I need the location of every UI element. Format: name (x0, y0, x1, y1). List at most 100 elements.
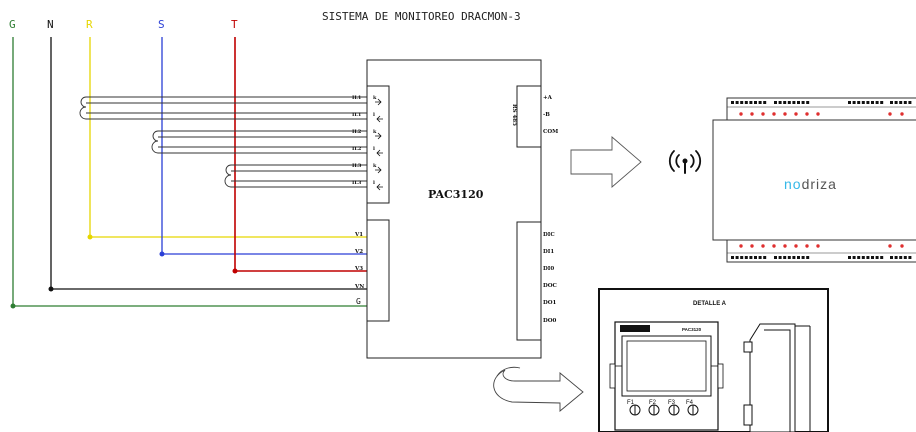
terminal-doc: DOC (543, 283, 558, 289)
terminal-il3-k: IL3 (352, 163, 362, 169)
gateway-status-led (794, 112, 798, 116)
gateway-terminal-pin (792, 256, 796, 259)
gateway-terminal-pin (754, 256, 757, 259)
phase-wires (10, 37, 367, 309)
gateway-terminal-pin (754, 101, 757, 104)
gateway-terminal-pin (908, 101, 912, 104)
gateway-terminal-pin (797, 256, 800, 259)
gateway-status-led (816, 112, 820, 116)
gateway-brand: nodriza (784, 176, 837, 192)
gateway-status-led (739, 112, 743, 116)
rs485-terminal-block (516, 85, 542, 148)
gateway-terminal-pin (749, 101, 753, 104)
gateway-status-led (772, 112, 776, 116)
voltage-terminal-block (366, 219, 390, 322)
gateway-terminal-pin (744, 256, 748, 259)
terminal-il3-k-mark: k (373, 163, 377, 169)
io-terminals: DIC DI1 DI0 DOC DO1 DO0 (543, 232, 558, 324)
gateway-terminal-pin (871, 101, 874, 104)
gateway-status-led (750, 244, 754, 248)
gateway-status-led (888, 112, 892, 116)
gateway-terminal-pin (861, 256, 865, 259)
junction-t (232, 268, 238, 274)
gateway-terminal-pin (871, 256, 874, 259)
gateway-terminal-pin (758, 101, 762, 104)
terminal-il2-k: IL2 (352, 129, 362, 135)
wireless-icon (668, 150, 702, 174)
gateway-terminal-pin (740, 101, 744, 104)
nodriza-gateway: nodriza (712, 97, 916, 263)
gateway-status-led (816, 244, 820, 248)
gateway-terminal-pin (866, 101, 870, 104)
gateway-terminal-pin (806, 101, 810, 104)
key-f3-label: F3 (668, 400, 676, 406)
gateway-terminal-pin (903, 256, 907, 259)
terminal-il3-l-mark: l (373, 180, 375, 186)
pac3120-meter: PAC3120 (366, 59, 542, 359)
gateway-terminal-pin (875, 256, 879, 259)
terminal-di0: DI0 (543, 266, 554, 272)
current-transformer-wiring (79, 96, 367, 188)
meter-body (366, 59, 542, 359)
detail-title: DETALLE A (693, 301, 727, 307)
gateway-terminal-pin (806, 256, 810, 259)
gateway-terminal-pin (778, 101, 782, 104)
wire-n (50, 37, 367, 290)
rs485-terminals: RS 485 +A -B COM (511, 95, 558, 135)
gateway-status-led (888, 244, 892, 248)
gateway-terminal-pin (749, 256, 753, 259)
gateway-terminal-pin (890, 101, 893, 104)
gateway-terminal-pin (848, 256, 851, 259)
gateway-terminal-pin (903, 101, 907, 104)
gateway-status-led (900, 112, 904, 116)
gateway-terminal-pin (774, 101, 777, 104)
gateway-bottom-terminals (727, 244, 916, 259)
gateway-top-terminals (727, 101, 916, 116)
gateway-terminal-pin (783, 256, 787, 259)
terminal-il1-k: IL1 (352, 95, 361, 101)
gateway-terminal-pin (890, 256, 893, 259)
gateway-terminal-pin (783, 101, 787, 104)
gateway-terminal-pin (731, 101, 734, 104)
terminal-v1: V1 (354, 232, 363, 238)
gateway-status-led (794, 244, 798, 248)
gateway-terminal-pin (787, 256, 791, 259)
phase-label-n: N (47, 18, 54, 31)
detail-curved-arrow (493, 369, 584, 412)
gateway-status-led (761, 112, 765, 116)
gateway-terminal-pin (801, 256, 805, 259)
terminal-minus-b: -B (543, 112, 550, 118)
gateway-terminal-pin (899, 101, 903, 104)
phase-label-g: G (9, 18, 16, 31)
terminal-il1-k-mark: k (373, 95, 377, 101)
detail-a-panel: DETALLE A PAC3120 F1 F2 F3 F4 (598, 288, 829, 432)
key-f1-label: F1 (627, 400, 635, 406)
phase-label-r: R (86, 18, 93, 31)
key-f2-label: F2 (649, 400, 657, 406)
gateway-terminal-pin (735, 101, 739, 104)
data-flow-arrow (570, 136, 642, 188)
wire-t (234, 37, 367, 272)
gateway-status-led (739, 244, 743, 248)
junction-g (10, 303, 16, 309)
gateway-terminal-pin (875, 101, 879, 104)
gateway-terminal-pin (778, 256, 782, 259)
front-display-screen (626, 340, 707, 392)
terminal-dic: DIC (543, 232, 555, 238)
terminal-il1-l: IL1 (352, 112, 361, 118)
front-model-text: PAC3120 (682, 327, 702, 332)
current-terminal-block (366, 85, 390, 204)
gateway-terminal-pin (763, 256, 767, 259)
gateway-status-led (783, 112, 787, 116)
gateway-terminal-pin (857, 101, 861, 104)
terminal-com: COM (543, 129, 558, 135)
key-f4-label: F4 (686, 400, 694, 406)
gateway-terminal-pin (899, 256, 903, 259)
junction-r (87, 234, 93, 240)
gateway-terminal-pin (852, 256, 856, 259)
terminal-vn: VN (354, 284, 364, 290)
wire-g (12, 37, 367, 307)
gateway-terminal-pin (744, 101, 748, 104)
gateway-terminal-pin (740, 256, 744, 259)
terminal-il1-l-mark: l (373, 112, 375, 118)
